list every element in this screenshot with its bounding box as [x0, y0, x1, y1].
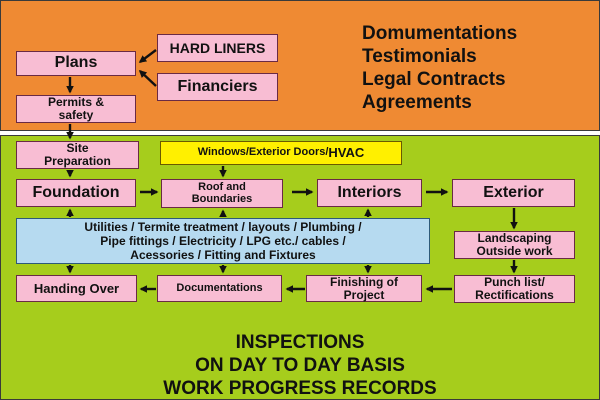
- plans-label: Plans: [54, 54, 98, 72]
- handing-over-label: Handing Over: [33, 280, 120, 296]
- hard-liners-box: HARD LINERS: [157, 34, 278, 62]
- punch-list-line-2: Rectifications: [475, 288, 554, 302]
- arrow-financiers-to-plans: [138, 69, 157, 87]
- roof-line-2: Boundaries: [191, 192, 253, 205]
- punch-list-box: Punch list/ Rectifications: [454, 275, 575, 303]
- documentations-label: Documentations: [176, 281, 263, 294]
- utilities-line-1: Utilities / Termite treatment / layouts …: [84, 220, 362, 234]
- documentations-box: Documentations: [157, 275, 282, 302]
- foundation-label: Foundation: [32, 183, 120, 201]
- landscaping-line-2: Outside work: [476, 244, 553, 258]
- inspections-line: INSPECTIONS: [235, 332, 365, 353]
- documents-list-item: Legal Contracts: [362, 69, 506, 90]
- roof-boundaries-box: Roof and Boundaries: [161, 179, 283, 208]
- utilities-line-2: Pipe fittings / Electricity / LPG etc./ …: [100, 234, 346, 248]
- financiers-label: Financiers: [177, 77, 258, 95]
- finishing-line-2: Project: [343, 287, 385, 302]
- utilities-box: Utilities / Termite treatment / layouts …: [16, 218, 430, 264]
- documents-list-item: Domumentations: [362, 23, 518, 44]
- windows-doors-label: Windows/Exterior Doors/: [197, 146, 329, 159]
- financiers-box: Financiers: [157, 73, 278, 101]
- exterior-label: Exterior: [483, 183, 544, 201]
- permits-line-2: safety: [58, 108, 94, 122]
- windows-hvac-box: Windows/Exterior Doors/ HVAC: [160, 141, 402, 165]
- finishing-line-1: Finishing of: [330, 274, 398, 289]
- handing-over-box: Handing Over: [16, 275, 137, 302]
- utilities-line-3: Acessories / Fitting and Fixtures: [130, 248, 316, 262]
- interiors-label: Interiors: [337, 183, 402, 201]
- foundation-box: Foundation: [16, 179, 136, 207]
- documents-list-item: Agreements: [362, 92, 472, 113]
- documents-list: Domumentations Testimonials Legal Contra…: [362, 22, 517, 114]
- site-preparation-line-2: Preparation: [44, 154, 111, 168]
- site-preparation-line-1: Site: [66, 141, 89, 156]
- inspections-line: WORK PROGRESS RECORDS: [163, 378, 437, 399]
- hvac-label: HVAC: [328, 145, 365, 161]
- landscaping-line-1: Landscaping: [477, 231, 552, 246]
- permits-safety-box: Permits & safety: [16, 95, 136, 123]
- site-preparation-box: Site Preparation: [16, 141, 139, 169]
- landscaping-box: Landscaping Outside work: [454, 231, 575, 259]
- arrow-hardliners-to-plans: [138, 49, 157, 63]
- permits-line-1: Permits &: [47, 95, 105, 110]
- inspections-line: ON DAY TO DAY BASIS: [195, 355, 405, 376]
- interiors-box: Interiors: [317, 179, 422, 207]
- finishing-project-box: Finishing of Project: [306, 275, 422, 302]
- punch-list-line-1: Punch list/: [484, 275, 545, 290]
- inspections-text: INSPECTIONS ON DAY TO DAY BASIS WORK PRO…: [0, 331, 600, 400]
- hard-liners-label: HARD LINERS: [169, 39, 266, 56]
- documents-list-item: Testimonials: [362, 46, 477, 67]
- exterior-box: Exterior: [452, 179, 575, 207]
- plans-box: Plans: [16, 51, 136, 76]
- roof-line-1: Roof and: [198, 180, 246, 193]
